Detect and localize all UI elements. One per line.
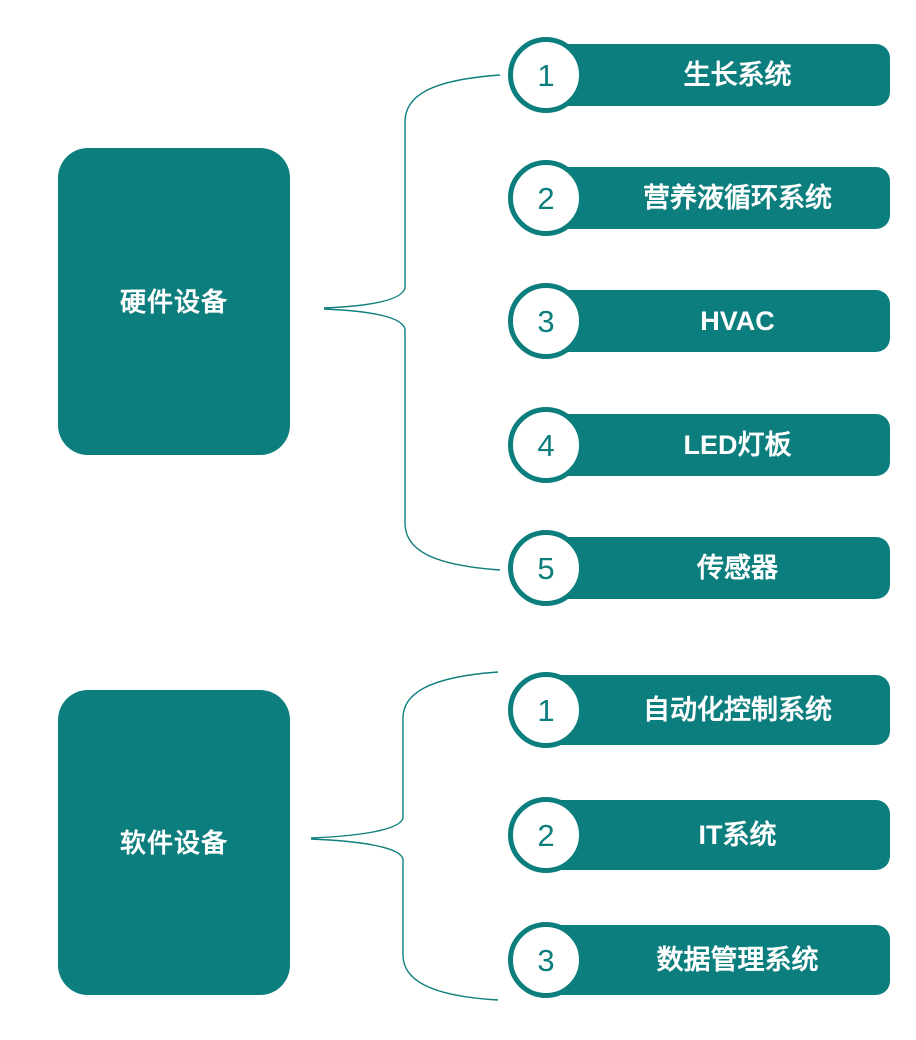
list-item[interactable]: 数据管理系统 3 <box>508 922 890 998</box>
category-box-hardware[interactable]: 硬件设备 <box>58 148 290 455</box>
item-number: 3 <box>537 942 555 978</box>
item-bar[interactable]: 生长系统 <box>527 44 890 106</box>
list-item[interactable]: 营养液循环系统 2 <box>508 160 890 236</box>
list-item[interactable]: 传感器 5 <box>508 530 890 606</box>
item-number: 1 <box>537 57 555 93</box>
item-number: 2 <box>537 180 555 216</box>
item-label: 营养液循环系统 <box>643 182 832 213</box>
item-number: 2 <box>537 817 555 853</box>
item-number: 5 <box>537 550 555 586</box>
item-number: 3 <box>537 303 555 339</box>
item-label: IT系统 <box>698 819 777 850</box>
brace-software-lower-arm <box>310 838 499 1001</box>
list-item[interactable]: 生长系统 1 <box>508 37 890 113</box>
item-number: 4 <box>537 427 555 463</box>
item-number-badge: 1 <box>508 37 584 113</box>
brace-hardware-upper-arm <box>323 74 501 309</box>
brace-hardware-lower-arm <box>323 308 501 571</box>
item-number-badge: 2 <box>508 160 584 236</box>
item-number-badge: 2 <box>508 797 584 873</box>
item-bar[interactable]: 传感器 <box>527 537 890 599</box>
item-label: LED灯板 <box>683 429 792 460</box>
brace-software-upper-arm <box>310 671 499 839</box>
item-number: 1 <box>537 692 555 728</box>
item-bar[interactable]: 数据管理系统 <box>527 925 890 995</box>
item-bar[interactable]: HVAC <box>527 290 890 352</box>
item-number-badge: 5 <box>508 530 584 606</box>
item-label: 自动化控制系统 <box>643 694 832 725</box>
item-label: 数据管理系统 <box>656 944 819 975</box>
item-label: HVAC <box>700 305 775 336</box>
category-label-hardware: 硬件设备 <box>119 286 228 317</box>
item-label: 传感器 <box>697 552 778 583</box>
item-number-badge: 3 <box>508 283 584 359</box>
item-bar[interactable]: 营养液循环系统 <box>527 167 890 229</box>
item-number-badge: 3 <box>508 922 584 998</box>
item-bar[interactable]: IT系统 <box>527 800 890 870</box>
list-item[interactable]: HVAC 3 <box>508 283 890 359</box>
list-item[interactable]: 自动化控制系统 1 <box>508 672 890 748</box>
item-number-badge: 1 <box>508 672 584 748</box>
item-number-badge: 4 <box>508 407 584 483</box>
item-bar[interactable]: 自动化控制系统 <box>527 675 890 745</box>
list-item[interactable]: LED灯板 4 <box>508 407 890 483</box>
category-label-software: 软件设备 <box>119 827 228 858</box>
item-label: 生长系统 <box>683 59 792 90</box>
list-item[interactable]: IT系统 2 <box>508 797 890 873</box>
category-box-software[interactable]: 软件设备 <box>58 690 290 995</box>
item-bar[interactable]: LED灯板 <box>527 414 890 476</box>
